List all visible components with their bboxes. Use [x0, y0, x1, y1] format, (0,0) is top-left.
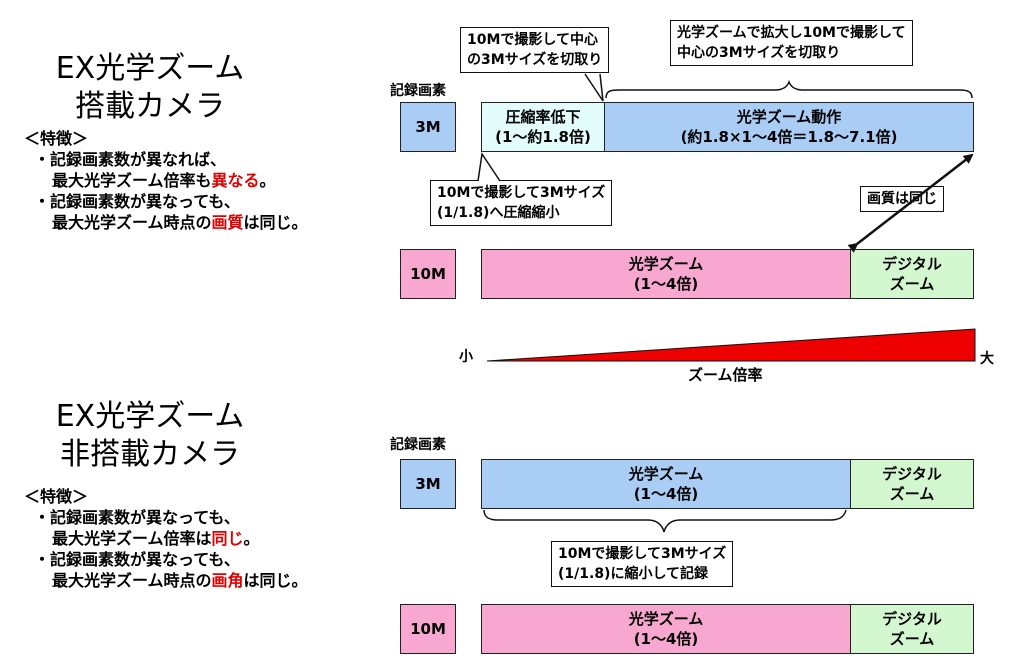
top-feature-1-emphasis: 異なる [211, 171, 260, 190]
bottom-3m-optical-line1: 光学ズーム [628, 465, 704, 483]
bottom-feature-1-emphasis: 同じ [211, 529, 244, 548]
bottom-10m-optical-segment: 光学ズーム (1～4倍) [481, 604, 851, 654]
top-feature-2-line1: ・記録画素数が異なっても、 [34, 192, 240, 211]
top-optical-brace [605, 79, 973, 99]
bottom-3m-digital-line2: ズーム [889, 485, 935, 503]
bottom-feature-2-post: は同じ。 [243, 571, 308, 590]
top-feature-2-pre: 最大光学ズーム時点の [52, 213, 212, 232]
bottom-title-line2: 非搭載カメラ [60, 437, 240, 472]
top-feature-2-post: は同じ。 [243, 213, 308, 232]
bottom-feature-2-pre: 最大光学ズーム時点の [52, 571, 212, 590]
top-title-line2: 搭載カメラ [75, 89, 225, 124]
bottom-features-heading: ＜特徴＞ [24, 487, 89, 506]
bottom-10m-digital-line1: デジタル [882, 610, 942, 628]
top-feature-1-post: 。 [259, 171, 276, 190]
bottom-feature-1-line1: ・記録画素数が異なっても、 [34, 508, 240, 527]
scale-small-label: 小 [459, 349, 473, 365]
bottom-3m-digital-segment: デジタル ズーム [850, 459, 974, 509]
bottom-feature-1-pre: 最大光学ズーム倍率は [52, 529, 212, 548]
bottom-feature-1-line2: 最大光学ズーム倍率は同じ。 [24, 528, 308, 549]
zoom-ratio-wedge [486, 328, 976, 362]
note-zoom-crop: 光学ズームで拡大し10Mで撮影して 中心の3Mサイズを切取り [670, 20, 913, 66]
top-10m-label-box: 10M [400, 249, 456, 299]
scale-label: ズーム倍率 [688, 366, 763, 384]
note-crop-center: 10Mで撮影して中心 の3Mサイズを切取り [460, 27, 610, 73]
top-3m-label-box: 3M [400, 102, 456, 152]
top-features-heading: ＜特徴＞ [24, 129, 89, 148]
top-compression-segment: 圧縮率低下 (1～約1.8倍) [481, 102, 605, 152]
note-shrink-line2: (1/1.8)へ圧縮縮小 [437, 205, 560, 221]
top-optical-line1: 光学ズーム [628, 255, 704, 273]
top-optical-operation-segment: 光学ズーム動作 (約1.8×1～4倍＝1.8～7.1倍) [604, 102, 974, 152]
note-shrink-line1: 10Mで撮影して3Mサイズ [437, 185, 606, 201]
top-feature-1-line1: ・記録画素数が異なれば、 [34, 150, 227, 169]
bottom-title: EX光学ズーム 非搭載カメラ [10, 398, 290, 474]
bottom-10m-optical-line2: (1～4倍) [633, 630, 699, 648]
top-optical-operation-line2: (約1.8×1～4倍＝1.8～7.1倍) [680, 128, 898, 146]
note-bottom-shrink-line1: 10Mで撮影して3Mサイズ [558, 546, 727, 562]
note-crop-center-line2: の3Mサイズを切取り [467, 52, 603, 68]
top-feature-2-line2: 最大光学ズーム時点の画質は同じ。 [24, 212, 308, 233]
bottom-feature-2-line1: ・記録画素数が異なっても、 [34, 550, 240, 569]
bottom-10m-label-box: 10M [400, 604, 456, 654]
crop-note-pointer [584, 73, 604, 102]
bottom-feature-2-emphasis: 画角 [211, 571, 244, 590]
top-digital-segment: デジタル ズーム [850, 249, 974, 299]
bottom-10m-label: 10M [410, 620, 446, 638]
bottom-3m-optical-segment: 光学ズーム (1～4倍) [481, 459, 851, 509]
bottom-feature-1-post: 。 [243, 529, 260, 548]
top-title-line1: EX光学ズーム [55, 51, 245, 86]
bottom-3m-label: 3M [415, 475, 441, 493]
top-optical-segment: 光学ズーム (1～4倍) [481, 249, 851, 299]
top-optical-line2: (1～4倍) [633, 275, 699, 293]
bottom-optical-brace [483, 509, 847, 533]
note-crop-center-line1: 10Mで撮影して中心 [467, 32, 598, 48]
top-optical-operation-line1: 光学ズーム動作 [736, 108, 842, 126]
note-bottom-shrink: 10Mで撮影して3Mサイズ (1/1.8)に縮小して記録 [551, 541, 734, 587]
top-3m-label: 3M [415, 118, 441, 136]
top-feature-1-pre: 最大光学ズーム倍率も [52, 171, 212, 190]
note-bottom-shrink-line2: (1/1.8)に縮小して記録 [558, 566, 709, 582]
top-compression-line1: 圧縮率低下 [505, 108, 581, 126]
top-10m-label: 10M [410, 265, 446, 283]
note-zoom-crop-line2: 中心の3Mサイズを切取り [677, 45, 841, 61]
bottom-3m-optical-line2: (1～4倍) [633, 485, 699, 503]
top-feature-1-line2: 最大光学ズーム倍率も異なる。 [24, 170, 308, 191]
bottom-features: ＜特徴＞ ・記録画素数が異なっても、 最大光学ズーム倍率は同じ。 ・記録画素数が… [24, 486, 308, 591]
top-title: EX光学ズーム 搭載カメラ [10, 50, 290, 126]
bottom-feature-2-line2: 最大光学ズーム時点の画角は同じ。 [24, 570, 308, 591]
bottom-3m-digital-line1: デジタル [882, 465, 942, 483]
note-same-quality: 画質は同じ [860, 186, 944, 212]
shrink-note-pointer [477, 151, 501, 182]
bottom-3m-label-box: 3M [400, 459, 456, 509]
top-pixels-label: 記録画素 [390, 83, 446, 99]
bottom-pixels-label: 記録画素 [390, 437, 446, 453]
top-compression-line2: (1～約1.8倍) [495, 128, 591, 146]
note-zoom-crop-line1: 光学ズームで拡大し10Mで撮影して [677, 25, 906, 41]
top-features: ＜特徴＞ ・記録画素数が異なれば、 最大光学ズーム倍率も異なる。 ・記録画素数が… [24, 128, 308, 233]
top-digital-line2: ズーム [889, 275, 935, 293]
note-same-quality-text: 画質は同じ [867, 191, 937, 207]
scale-large-label: 大 [980, 351, 994, 367]
top-feature-2-emphasis: 画質 [211, 213, 244, 232]
top-digital-line1: デジタル [882, 255, 942, 273]
bottom-10m-digital-line2: ズーム [889, 630, 935, 648]
bottom-10m-optical-line1: 光学ズーム [628, 610, 704, 628]
bottom-title-line1: EX光学ズーム [55, 399, 245, 434]
bottom-10m-digital-segment: デジタル ズーム [850, 604, 974, 654]
note-shrink: 10Mで撮影して3Mサイズ (1/1.8)へ圧縮縮小 [430, 180, 613, 226]
